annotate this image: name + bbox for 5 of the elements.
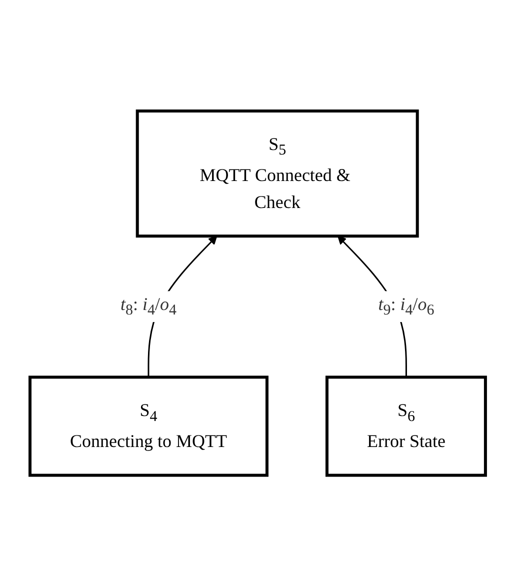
edge-label: t$_{9}$: i$_{4}$/o$_{6}$ [378, 294, 434, 320]
node-box: S$_{4}$ Connecting to MQTT [28, 376, 268, 478]
node-box: S$_{5}$ MQTT Connected & Check [136, 110, 419, 238]
node-box: S$_{6}$ Error State [325, 376, 487, 478]
edge-label: t$_{8}$: i$_{4}$/o$_{4}$ [120, 294, 176, 320]
